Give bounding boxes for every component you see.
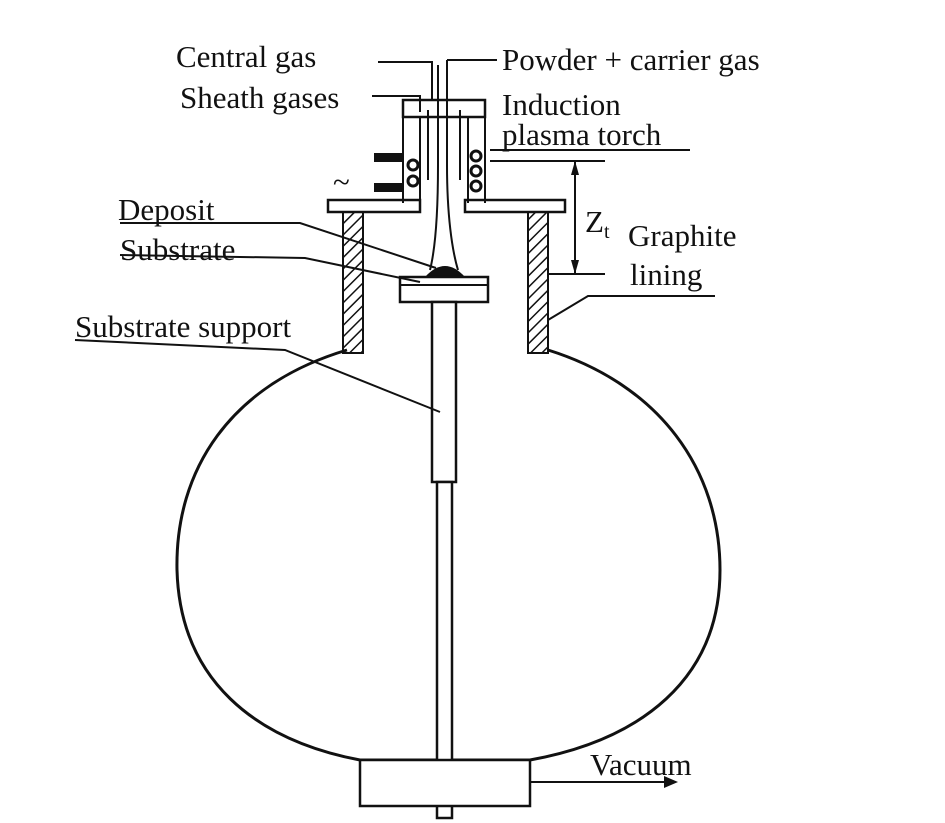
graphite-lining-right <box>527 209 549 354</box>
flange-left <box>326 198 422 214</box>
leader-substrate <box>119 254 421 283</box>
leader-sheath-gases <box>372 95 421 112</box>
label-zt: Zt <box>585 204 610 243</box>
label-graphite-line1: Graphite <box>628 218 736 253</box>
leader-graphite <box>547 295 715 321</box>
label-central-gas: Central gas <box>176 39 316 74</box>
induction-coil-left <box>374 153 420 192</box>
label-vacuum: Vacuum <box>590 747 692 782</box>
leader-central-gas <box>378 61 433 100</box>
label-torch-line1: Induction <box>502 87 621 122</box>
vacuum-port <box>358 758 532 808</box>
label-deposit: Deposit <box>118 192 215 227</box>
plasma-jet <box>429 164 459 271</box>
label-zt-main: Z <box>585 204 604 239</box>
label-graphite-line2: lining <box>630 257 702 292</box>
deposit <box>425 266 465 277</box>
leader-substrate-support <box>74 339 441 413</box>
label-powder-carrier-gas: Powder + carrier gas <box>502 42 760 77</box>
zt-dimension <box>490 160 605 275</box>
leader-deposit <box>120 222 437 269</box>
label-torch-line2: plasma torch <box>502 117 662 152</box>
label-sheath-gases: Sheath gases <box>180 80 339 115</box>
support-rod-lower <box>435 480 454 820</box>
flange-right <box>463 198 567 214</box>
label-zt-sub: t <box>604 221 610 243</box>
vacuum-arrow-head <box>664 776 678 788</box>
substrate-support <box>430 300 458 484</box>
induction-coil-right <box>469 149 483 193</box>
graphite-lining-left <box>342 209 364 354</box>
label-ac-symbol: ~ <box>333 164 350 199</box>
label-substrate: Substrate <box>120 232 235 267</box>
label-substrate-support: Substrate support <box>75 309 292 344</box>
